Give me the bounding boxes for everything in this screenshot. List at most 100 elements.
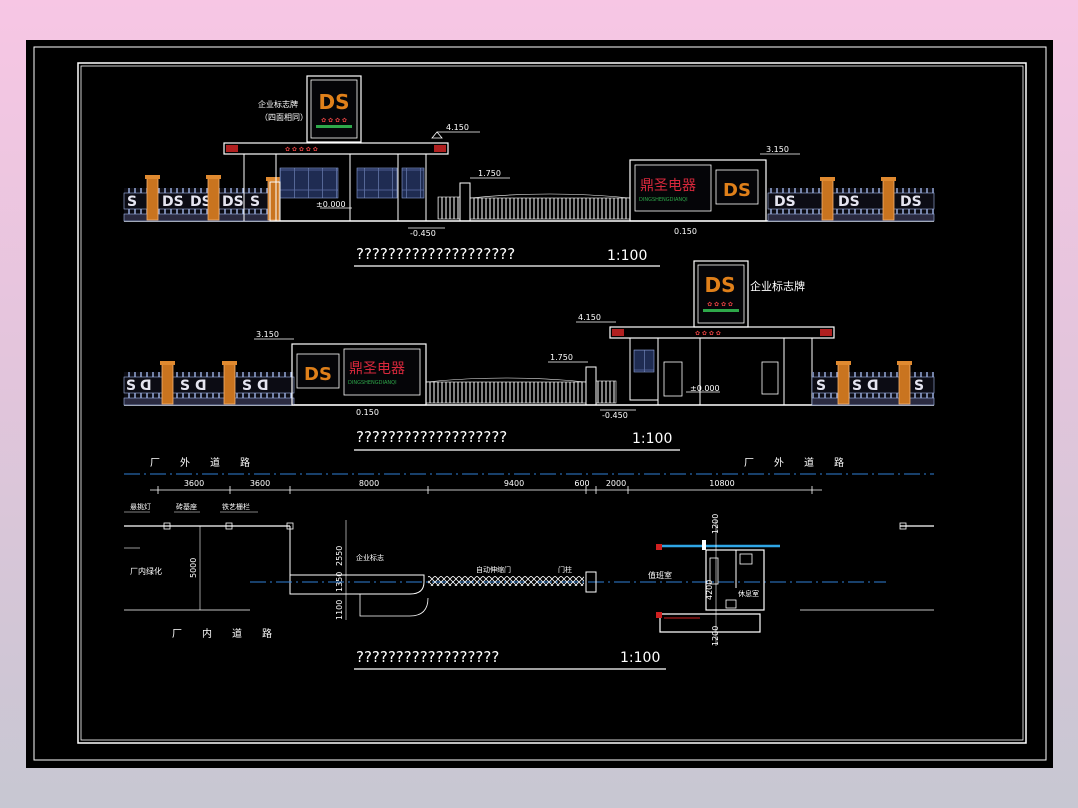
dim-3600-b: 3600 <box>250 479 270 488</box>
elev2-neg-level: -0.450 <box>602 411 628 420</box>
gate-segment <box>437 196 461 220</box>
guard-house-elevation: ✿ ✿ ✿ ✿ ✿ ±0.000 <box>223 142 449 222</box>
elevation-1: S DS DS DS S ✿ ✿ ✿ ✿ ✿ <box>123 75 935 267</box>
elev2-wall-level: 3.150 <box>256 330 279 339</box>
svg-text:DS: DS <box>162 194 184 210</box>
svg-text:DS: DS <box>222 194 244 210</box>
vdim-2550: 2550 <box>335 546 344 566</box>
label-auto-gate: 自动伸缩门 <box>476 565 511 574</box>
elev1-roof-level: 4.150 <box>446 123 469 132</box>
road-outside-right: 厂 外 道 路 <box>744 456 844 469</box>
brick-pillar <box>146 177 159 221</box>
elevation-marks: 3.150 4.150 1.750 -0.450 0.150 <box>254 313 636 420</box>
logo-sign-tower: DS ✿ ✿ ✿ ✿ 企业标志牌 （四面相同） <box>258 75 362 143</box>
elev2-wall-base-level: 0.150 <box>356 408 379 417</box>
svg-text:S ᗡ: S ᗡ <box>180 378 207 394</box>
elev1-post-level: 1.750 <box>478 169 501 178</box>
window-glass <box>356 167 398 199</box>
elev2-roof-level: 4.150 <box>578 313 601 322</box>
brick-pillar <box>207 177 220 221</box>
label-sign: 企业标志 <box>356 553 384 562</box>
svg-text:DS: DS <box>190 194 212 210</box>
sign-sub-label: （四面相同） <box>260 112 308 122</box>
vdim-4200: 4200 <box>705 580 714 600</box>
elev1-wall-level: 3.150 <box>766 145 789 154</box>
logo-text: DS <box>704 273 735 297</box>
wall-pattern-text: S <box>127 194 137 210</box>
dim-600: 600 <box>574 479 589 488</box>
svg-text:ᗡ: ᗡ <box>140 378 152 394</box>
sign-label: 企业标志牌 <box>750 279 805 293</box>
dim-3600-a: 3600 <box>184 479 204 488</box>
svg-text:DS: DS <box>774 194 796 210</box>
plan-scale: 1:100 <box>620 650 660 666</box>
elevation-1-scale: 1:100 <box>607 248 647 264</box>
elevation-2: S ᗡ S ᗡ S ᗡ DS 鼎圣电器 DINGSHENGDIANQI <box>123 260 935 451</box>
logo-sign-tower: DS ✿ ✿ ✿ ✿ 企业标志牌 <box>693 260 805 328</box>
svg-text:DS: DS <box>838 194 860 210</box>
brand-cn-text: 鼎圣电器 <box>349 361 405 377</box>
logo-text: DS <box>318 90 349 114</box>
label-lamp: 悬挑灯 <box>130 502 151 511</box>
inner-frame <box>77 62 1027 744</box>
logo-text: DS <box>304 364 332 385</box>
vdim-1200-top: 1200 <box>711 514 720 534</box>
label-iron-fence: 铁艺栅栏 <box>222 502 250 511</box>
label-guard-room: 值班室 <box>648 570 672 580</box>
plan-title: ?????????????????? <box>356 648 499 666</box>
vdim-5000: 5000 <box>189 558 198 578</box>
plan-gate-pillar <box>585 571 597 593</box>
brand-cn-text: 鼎圣电器 <box>640 178 696 194</box>
retractable-gate <box>425 381 587 404</box>
elev1-neg-level: -0.450 <box>410 229 436 238</box>
svg-text:✿ ✿ ✿ ✿: ✿ ✿ ✿ ✿ <box>695 330 721 337</box>
label-green-area: 厂内绿化 <box>130 566 162 576</box>
outer-frame <box>33 46 1047 761</box>
guard-house-elevation: ✿ ✿ ✿ ✿ ±0.000 <box>609 326 835 406</box>
sign-label: 企业标志牌 <box>258 99 298 109</box>
elev2-zero-level: ±0.000 <box>690 384 720 393</box>
svg-text:✿ ✿ ✿ ✿: ✿ ✿ ✿ ✿ <box>321 117 347 124</box>
svg-text:✿ ✿ ✿ ✿: ✿ ✿ ✿ ✿ <box>707 301 733 308</box>
right-boundary-wall: DS DS DS <box>767 177 935 222</box>
dim-2000: 2000 <box>606 479 626 488</box>
road-inside: 厂 内 道 路 <box>172 627 272 640</box>
sign-wall-plan <box>289 574 425 595</box>
left-boundary-wall: S ᗡ S ᗡ S ᗡ <box>123 361 295 406</box>
elevation-1-title: ???????????????????? <box>356 245 515 263</box>
label-rest-room: 休息室 <box>738 589 759 598</box>
svg-text:S ᗡ: S ᗡ <box>852 378 879 394</box>
elevation-marks: 4.150 1.750 -0.450 3.150 0.150 <box>408 123 800 238</box>
dim-10800: 10800 <box>709 479 734 488</box>
brand-wall: DS 鼎圣电器 DINGSHENGDIANQI <box>291 343 427 406</box>
brand-wall: 鼎圣电器 DINGSHENGDIANQI DS <box>629 159 767 222</box>
dim-8000: 8000 <box>359 479 379 488</box>
brand-pinyin-text: DINGSHENGDIANQI <box>639 197 688 203</box>
svg-text:S: S <box>816 378 826 394</box>
svg-text:DS: DS <box>900 194 922 210</box>
window-glass <box>279 167 339 199</box>
elevation-2-title: ??????????????????? <box>356 428 507 446</box>
guard-house-plan: 值班室 休息室 1200 4200 1200 <box>648 514 780 646</box>
elev2-post-level: 1.750 <box>550 353 573 362</box>
dim-9400: 9400 <box>504 479 524 488</box>
label-brick-base: 砖基座 <box>176 502 197 511</box>
inner-frame-line <box>80 65 1024 741</box>
svg-text:S ᗡ: S ᗡ <box>242 378 269 394</box>
elev1-wall-base-level: 0.150 <box>674 227 697 236</box>
vdim-1200-bottom: 1200 <box>711 626 720 646</box>
road-outside-left: 厂 外 道 路 <box>150 456 250 469</box>
retractable-gate <box>469 197 631 220</box>
site-plan: 厂 外 道 路 厂 外 道 路 3600 3600 8000 9400 600 … <box>124 456 934 670</box>
svg-text:S: S <box>126 378 136 394</box>
elevation-2-scale: 1:100 <box>632 431 672 447</box>
svg-text:S: S <box>250 194 260 210</box>
left-boundary-wall: S DS DS DS S <box>123 175 281 222</box>
label-pillar: 门柱 <box>558 565 572 574</box>
svg-text:✿ ✿ ✿ ✿ ✿: ✿ ✿ ✿ ✿ ✿ <box>285 146 318 153</box>
elev1-zero-level: ±0.000 <box>316 200 346 209</box>
vdim-1100: 1100 <box>335 600 344 620</box>
logo-text: DS <box>723 180 751 201</box>
right-boundary-wall: S S ᗡ S <box>811 361 935 406</box>
